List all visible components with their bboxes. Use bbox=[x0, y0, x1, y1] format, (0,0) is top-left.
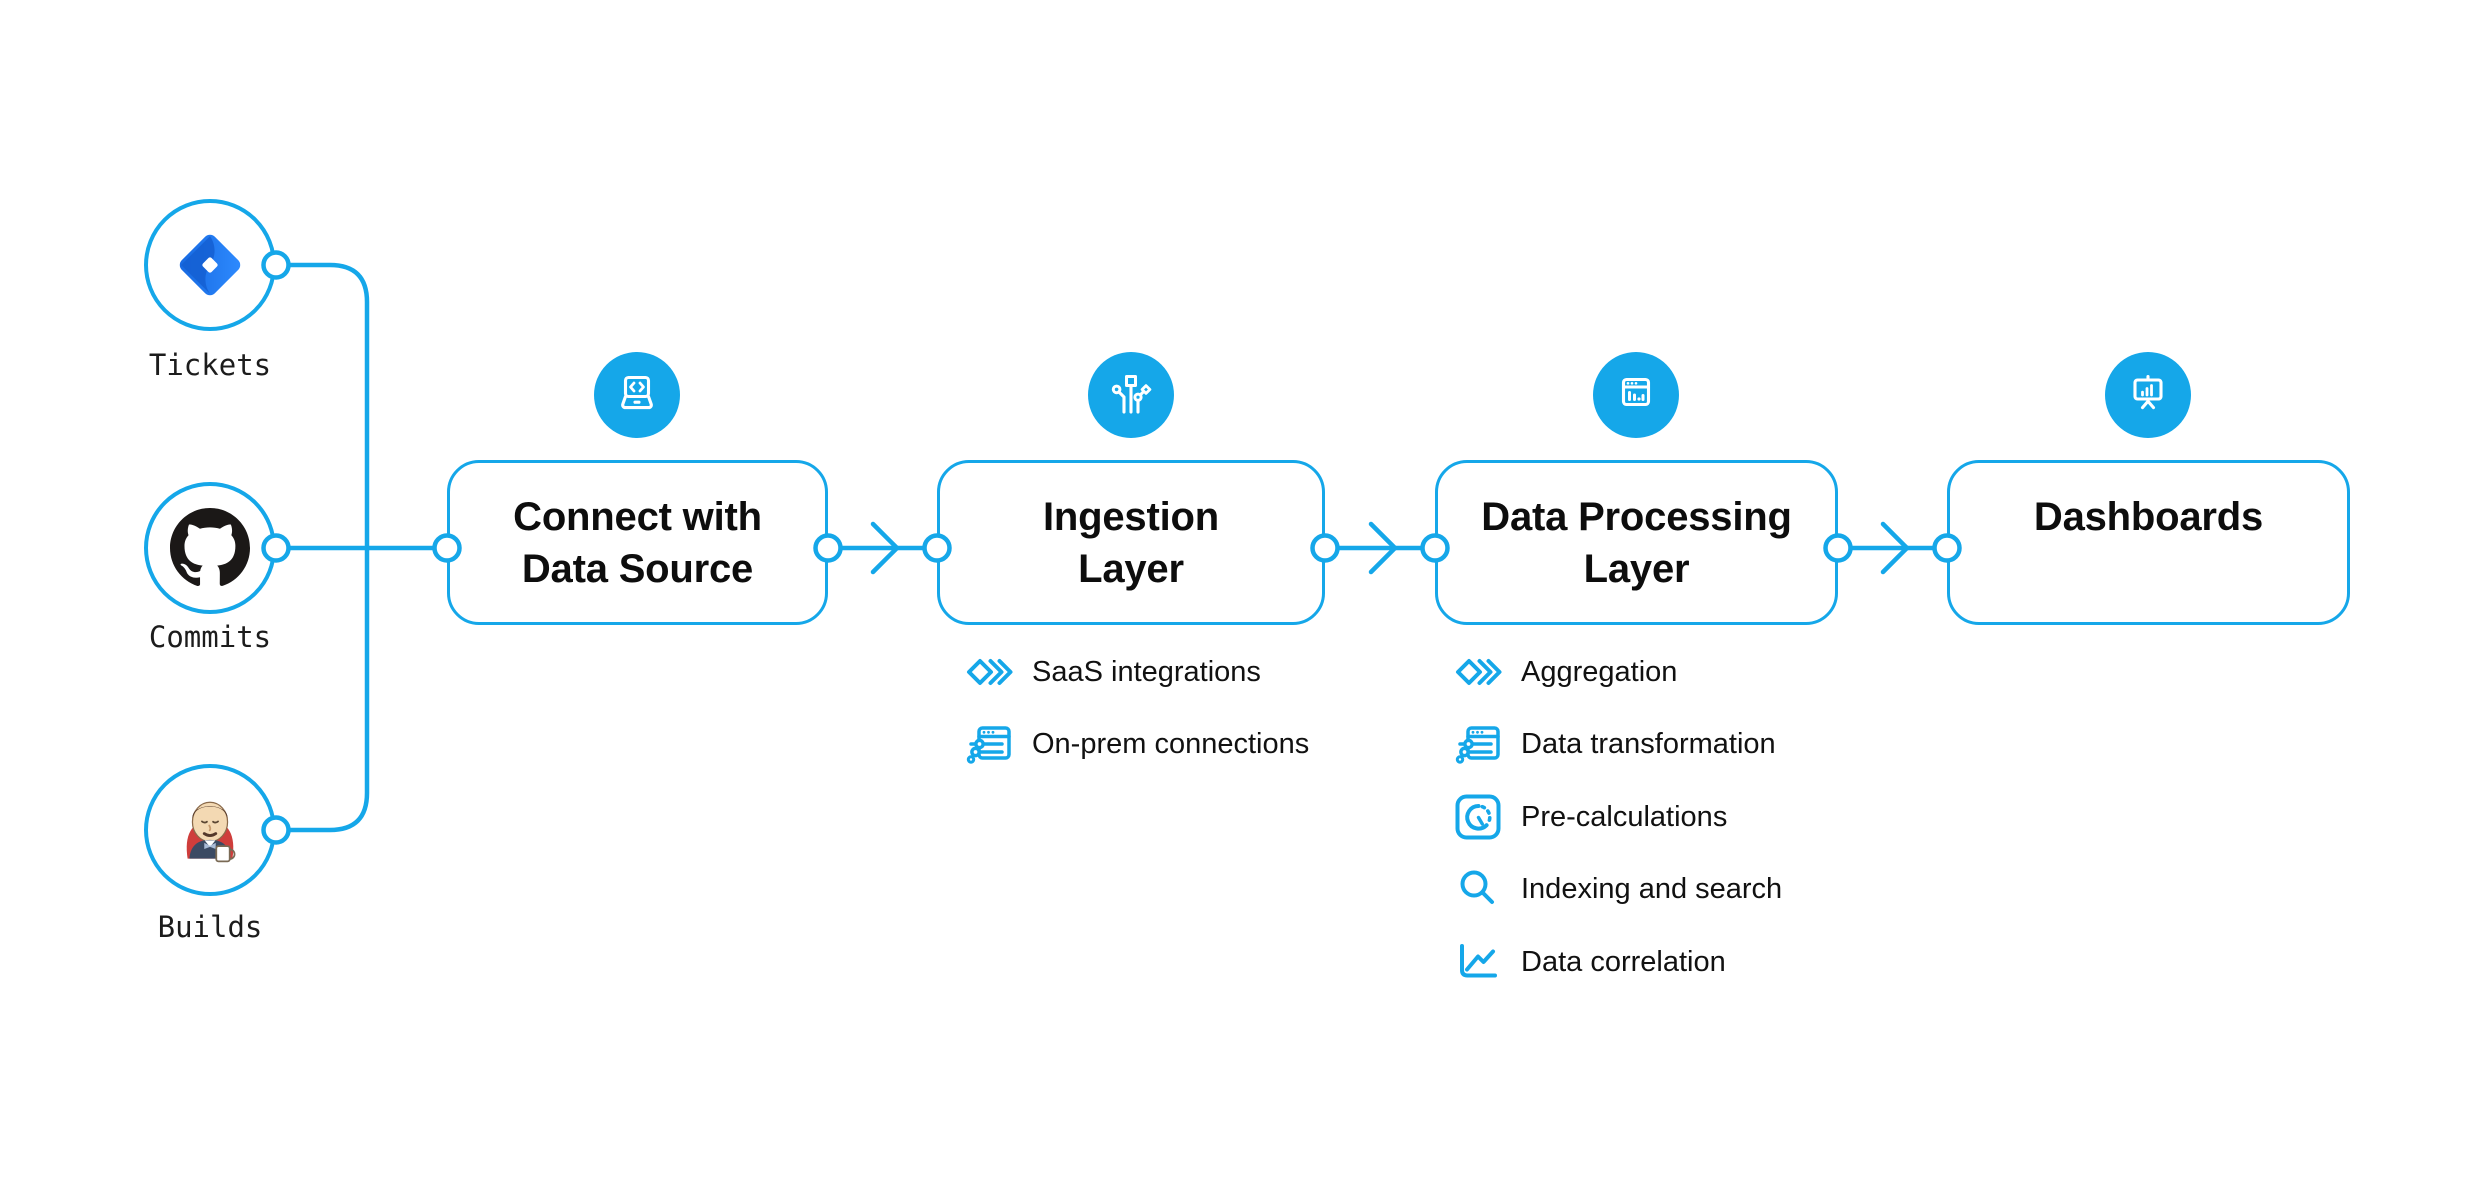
window-chart-icon bbox=[1621, 377, 1651, 407]
stage-box-ingestion: Ingestion Layer bbox=[937, 460, 1325, 625]
laptop-code-icon bbox=[621, 375, 653, 410]
list-item: Indexing and search bbox=[1455, 854, 1782, 927]
stage-title: Connect with Data Source bbox=[513, 494, 762, 591]
stage-badge-processing bbox=[1593, 352, 1679, 438]
source-node-commits bbox=[144, 482, 276, 614]
ingestion-feature-list: SaaS integrations On-prem connections bbox=[966, 636, 1309, 781]
arrowhead-icon bbox=[1368, 521, 1398, 575]
stage-box-connect: Connect with Data Source bbox=[447, 460, 828, 625]
jira-icon bbox=[179, 234, 241, 296]
circuit-icon bbox=[1111, 375, 1152, 414]
source-trunk-line bbox=[289, 262, 370, 833]
processing-feature-list: Aggregation Data transformation bbox=[1455, 636, 1782, 999]
line-chart-icon bbox=[1455, 942, 1505, 982]
search-icon bbox=[1455, 868, 1505, 912]
github-icon bbox=[170, 508, 250, 587]
stage-title: Dashboards bbox=[2033, 494, 2264, 539]
list-item: On-prem connections bbox=[966, 709, 1309, 782]
gauge-icon bbox=[1455, 794, 1505, 840]
list-item: Pre-calculations bbox=[1455, 781, 1782, 854]
list-item: Aggregation bbox=[1455, 636, 1782, 709]
arrowhead-icon bbox=[1880, 521, 1910, 575]
list-item: Data transformation bbox=[1455, 709, 1782, 782]
stage-badge-dashboards bbox=[2105, 352, 2191, 438]
stacked-layers-icon bbox=[966, 655, 1016, 689]
list-item: SaaS integrations bbox=[966, 636, 1309, 709]
stage-badge-connect bbox=[594, 352, 680, 438]
server-sliders-icon bbox=[966, 725, 1016, 765]
arrowhead-icon bbox=[870, 521, 900, 575]
source-label-commits: Commits bbox=[148, 620, 272, 654]
source-node-tickets bbox=[144, 199, 276, 331]
server-sliders-icon bbox=[1455, 725, 1505, 765]
stage-box-dashboards: Dashboards bbox=[1947, 460, 2350, 625]
list-item: Data correlation bbox=[1455, 926, 1782, 999]
stage-title: Ingestion Layer bbox=[1043, 494, 1219, 591]
jenkins-icon bbox=[186, 801, 236, 863]
stacked-layers-icon bbox=[1455, 655, 1505, 689]
source-label-tickets: Tickets bbox=[148, 348, 272, 382]
presentation-chart-icon bbox=[2133, 374, 2163, 410]
source-node-builds bbox=[144, 764, 276, 896]
source-label-builds: Builds bbox=[157, 910, 263, 944]
stage-title: Data Processing Layer bbox=[1481, 494, 1792, 591]
stage-box-processing: Data Processing Layer bbox=[1435, 460, 1838, 625]
stage-badge-ingestion bbox=[1088, 352, 1174, 438]
